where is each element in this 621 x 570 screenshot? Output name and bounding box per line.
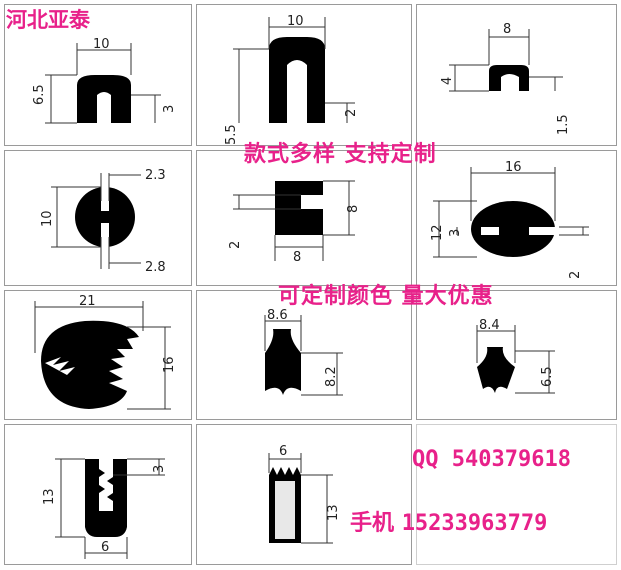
h-profile-shape: [75, 187, 135, 247]
phone-label: 手机: [350, 511, 395, 536]
dim-label: 8.4: [479, 318, 500, 333]
profile-cell-u-small: 10 6.5 3: [4, 4, 192, 146]
dim-label: 3: [162, 105, 177, 113]
profile-cell-u-mini: 8 4 1.5: [416, 4, 617, 146]
slogan-colors: 可定制颜色 量大优惠: [278, 284, 494, 309]
profile-cell-star-a: 8.6 8.2: [196, 290, 412, 420]
qq-label: QQ: [412, 447, 439, 472]
profile-cell-u-tall: 10 5.5 2: [196, 4, 412, 146]
dim-label: 12: [430, 224, 445, 241]
star-profile-diagram: 8.6 8.2: [264, 308, 343, 396]
dim-label: 3: [152, 465, 167, 473]
dim-label: 3: [448, 229, 463, 237]
u-profile-diagram: 8 4 1.5: [440, 22, 571, 135]
qq-number: 540379618: [451, 447, 571, 472]
star-profile-diagram: 8.4 6.5: [476, 318, 555, 394]
dim-label: 2: [228, 241, 243, 249]
dim-label: 8.2: [324, 366, 339, 387]
dim-label: 16: [505, 160, 522, 175]
h-profile-diagram: 2.3 10 2.8: [40, 168, 166, 275]
u-profile-diagram: 10 5.5 2: [224, 14, 359, 145]
u-profile-diagram: 10 6.5 3: [32, 37, 177, 124]
dim-label: 8: [503, 22, 511, 37]
dim-label: 21: [79, 294, 96, 309]
qq-contact: QQ 540379618: [412, 447, 571, 472]
profile-cell-h-round: 2.3 10 2.8: [4, 150, 192, 286]
profile-cell-ribbed: 6 13: [196, 424, 412, 565]
dim-label: 10: [287, 14, 304, 29]
dim-label: 13: [42, 488, 57, 505]
brand-title: 河北亚泰: [6, 8, 90, 32]
dim-label: 6.5: [32, 84, 47, 105]
square-profile-shape: [275, 181, 323, 235]
dim-label: 2.3: [145, 168, 166, 183]
dim-label: 2: [568, 271, 583, 279]
oval-profile-diagram: 16 12 3 2: [430, 160, 589, 279]
profile-cell-u-finned: 13 3 6: [4, 424, 192, 565]
dim-label: 6.5: [540, 366, 555, 387]
u-channel-shape: [489, 65, 529, 91]
dim-label: 6: [279, 444, 287, 459]
dim-label: 13: [326, 504, 341, 521]
dim-label: 8: [346, 205, 361, 213]
dim-label: 2: [344, 109, 359, 117]
dim-label: 10: [93, 37, 110, 52]
u-finned-profile-diagram: 13 3 6: [42, 458, 167, 559]
profile-cell-square-u: 2 8 8: [196, 150, 412, 286]
dim-label: 6: [101, 540, 109, 555]
dim-label: 2.8: [145, 260, 166, 275]
u-channel-shape: [77, 75, 131, 123]
profile-cell-star-b: 8.4 6.5: [416, 290, 617, 420]
finned-profile-diagram: 21 16: [34, 294, 177, 410]
profile-cell-finned-c: 21 16: [4, 290, 192, 420]
ribbed-profile-diagram: 6 13: [268, 444, 341, 544]
phone-contact: 手机 15233963779: [350, 505, 547, 537]
finned-profile-shape: [41, 320, 139, 409]
dim-label: 16: [162, 356, 177, 373]
dim-label: 1.5: [556, 114, 571, 135]
slogan-styles: 款式多样 支持定制: [244, 142, 437, 167]
dim-label: 10: [40, 210, 55, 227]
star-profile-shape: [265, 329, 301, 395]
square-profile-diagram: 2 8 8: [228, 180, 361, 265]
oval-profile-shape: [471, 201, 555, 257]
dim-label: 8: [293, 250, 301, 265]
u-channel-shape: [269, 37, 325, 123]
phone-number: 15233963779: [401, 511, 548, 536]
contact-cell: [416, 424, 617, 565]
profile-cell-oval-h: 16 12 3 2: [416, 150, 617, 286]
star-profile-shape: [477, 347, 515, 393]
dim-label: 8.6: [267, 308, 288, 323]
dim-label: 4: [440, 77, 455, 85]
dim-label: 5.5: [224, 124, 239, 145]
